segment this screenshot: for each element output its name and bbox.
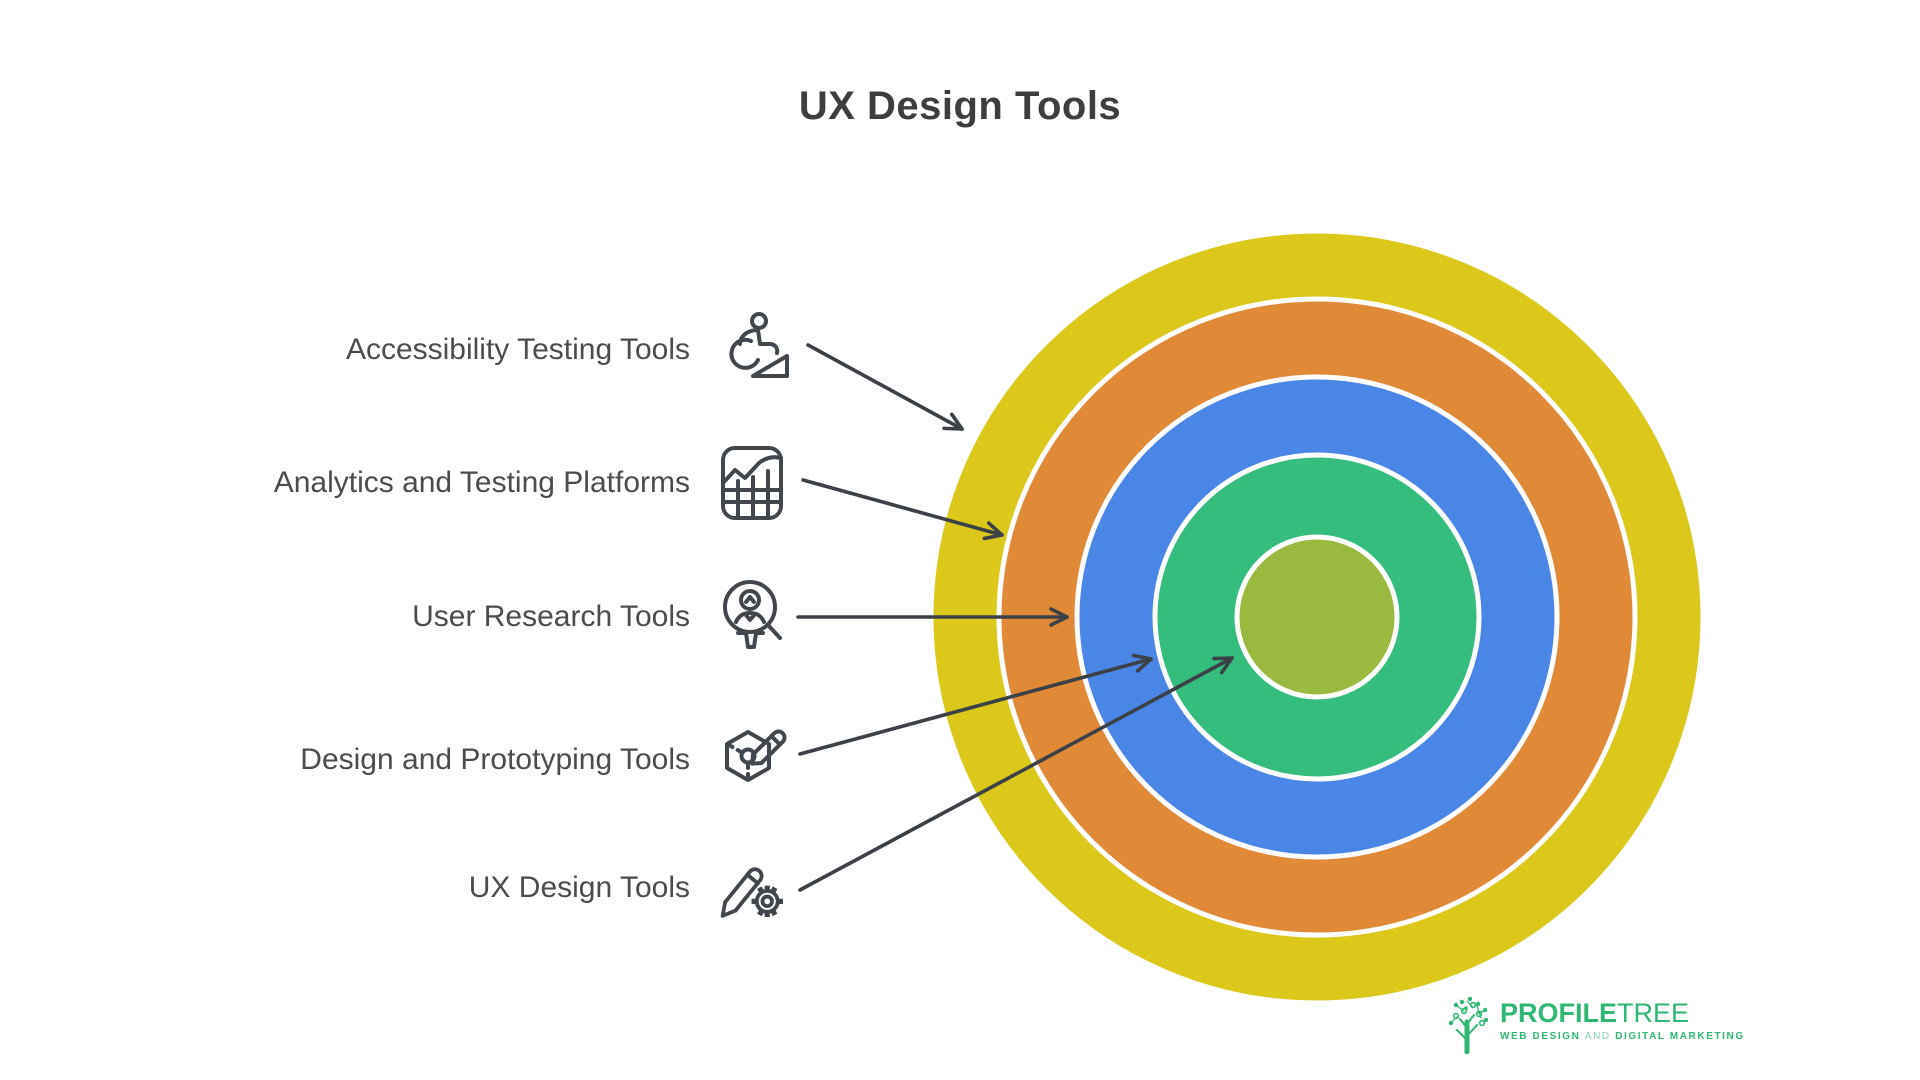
legend-row-user-research: User Research Tools (150, 572, 792, 662)
arrow-accessibility-to-outer-ring (806, 343, 964, 431)
legend-label: Analytics and Testing Platforms (273, 466, 690, 499)
pencil-gear-icon (720, 867, 783, 918)
page-title: UX Design Tools (798, 84, 1122, 128)
brand-name: PROFILETREE (1500, 998, 1690, 1028)
cube-pencil-icon (725, 729, 787, 782)
wheelchair-ramp-icon (729, 312, 789, 378)
profiletree-logo: PROFILETREE WEB DESIGN AND DIGITAL MARKE… (1444, 994, 1745, 1054)
arrow-analytics-to-orange-ring (801, 478, 1004, 541)
legend-row-accessibility: Accessibility Testing Tools (150, 305, 792, 395)
arrow-prototyping-to-green-ring (798, 653, 1153, 756)
logo-text: PROFILETREE WEB DESIGN AND DIGITAL MARKE… (1500, 994, 1745, 1043)
legend-label: Accessibility Testing Tools (345, 333, 690, 366)
legend-label: UX Design Tools (468, 871, 690, 904)
tree-icon (1448, 996, 1489, 1054)
legend-row-analytics: Analytics and Testing Platforms (150, 438, 792, 528)
legend-label: Design and Prototyping Tools (300, 743, 690, 776)
legend-row-ux-design: UX Design Tools (150, 843, 792, 933)
user-magnifier-icon (723, 580, 782, 649)
ring-ux-design-tools-center (1234, 534, 1400, 700)
brand-tagline: WEB DESIGN AND DIGITAL MARKETING (1500, 1031, 1745, 1042)
arrow-ux-design-to-center (798, 656, 1234, 892)
analytics-chart-icon (721, 446, 783, 520)
legend-label: User Research Tools (412, 600, 690, 633)
legend-row-prototyping: Design and Prototyping Tools (150, 715, 792, 805)
